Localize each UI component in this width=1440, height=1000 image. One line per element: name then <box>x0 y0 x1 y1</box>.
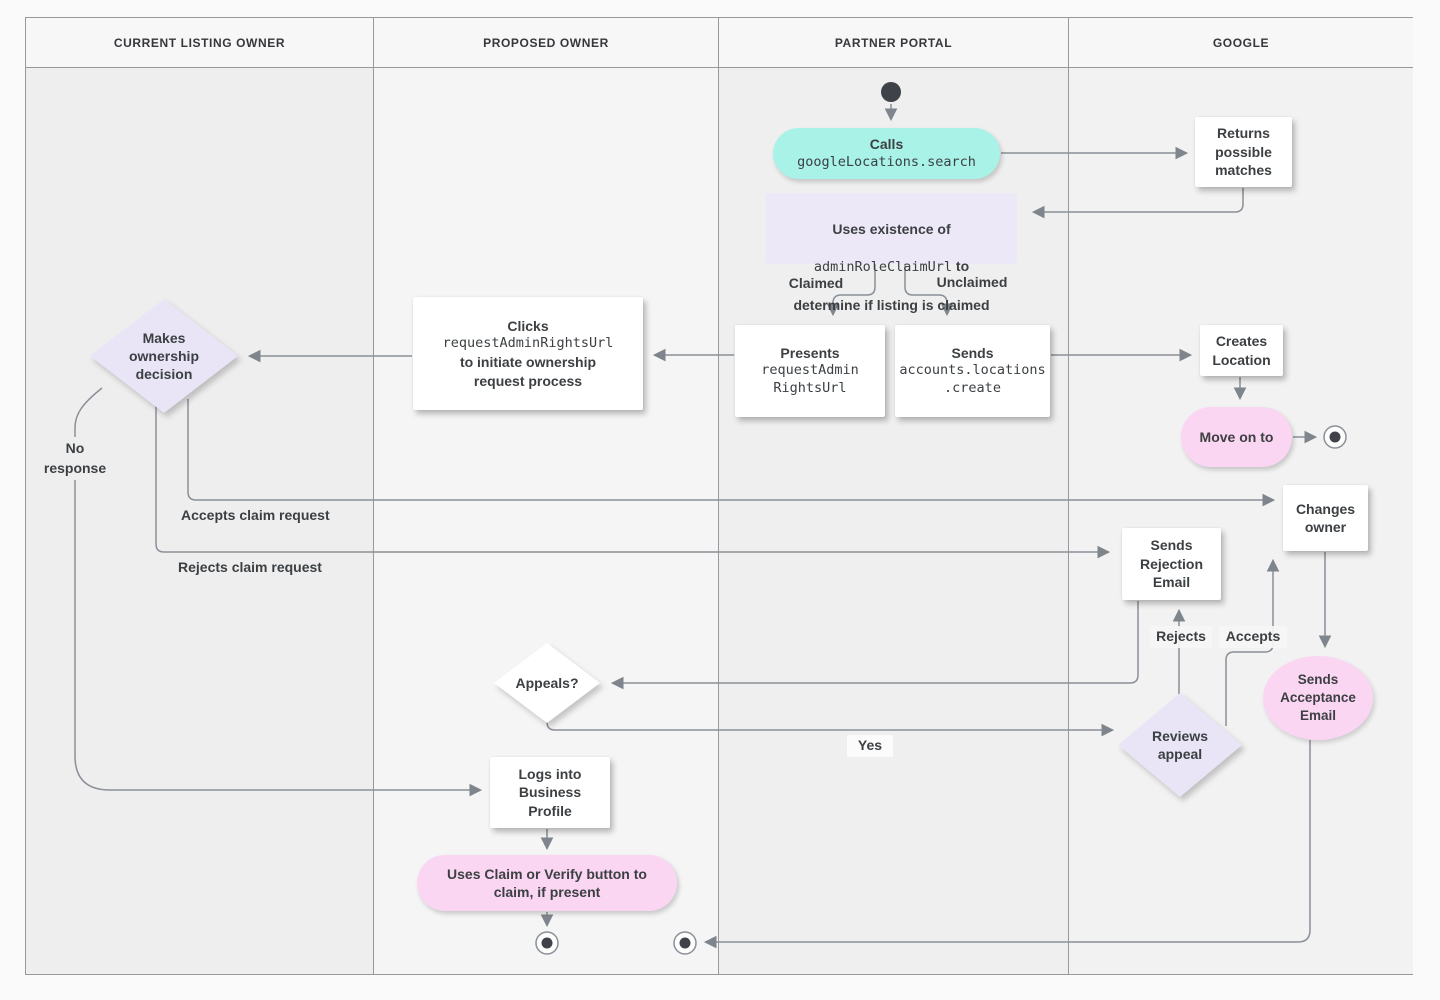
node-title: Sends <box>951 344 994 361</box>
uses-claim-or-verify-node: Uses Claim or Verify button to claim, if… <box>417 855 677 911</box>
node-label: Move on to <box>1199 428 1274 445</box>
sends-rejection-email-node: Sends Rejection Email <box>1122 528 1221 600</box>
node-title: Presents <box>780 344 840 361</box>
edge-label-accepts: Accepts <box>1219 626 1287 648</box>
sends-accounts-locations-create-node: Sends accounts.locations .create <box>895 325 1050 417</box>
node-label: Sends Acceptance Email <box>1280 672 1356 723</box>
node-line3: determine if listing is claimed <box>793 296 990 313</box>
node-title: Calls <box>869 136 904 153</box>
lane-proposed-owner: PROPOSED OWNER <box>373 17 718 975</box>
node-line1: Uses existence of <box>832 221 951 238</box>
lane-header: CURRENT LISTING OWNER <box>26 18 373 68</box>
lane-header: GOOGLE <box>1069 18 1413 68</box>
node-label: Sends Rejection Email <box>1139 537 1203 591</box>
node-label: Returns possible matches <box>1215 125 1272 179</box>
node-code: accounts.locations .create <box>899 362 1046 397</box>
creates-location-node: Creates Location <box>1200 325 1283 376</box>
node-code: adminRoleClaimUrl <box>813 259 953 276</box>
returns-possible-matches-node: Returns possible matches <box>1195 117 1292 187</box>
uses-existence-node: Uses existence of adminRoleClaimUrl to d… <box>766 193 1017 313</box>
node-code: requestAdmin RightsUrl <box>761 362 859 397</box>
node-code: googleLocations.search <box>797 153 976 170</box>
edge-label-yes: Yes <box>847 735 893 757</box>
reviews-appeal-diamond: Reviews appeal <box>1118 693 1242 797</box>
edge-label-rejects: Rejects <box>1150 626 1212 648</box>
changes-owner-node: Changes owner <box>1283 485 1368 551</box>
node-title: Clicks <box>507 317 549 334</box>
lane-header: PROPOSED OWNER <box>374 18 718 68</box>
edge-label-no-response: No response <box>33 437 117 481</box>
lane-current-listing-owner: CURRENT LISTING OWNER <box>25 17 373 975</box>
node-line2-suffix: to <box>952 258 970 275</box>
diamond-shape: Reviews appeal <box>1118 693 1242 797</box>
clicks-requestadminrightsurl-node: Clicks requestAdminRightsUrl to initiate… <box>413 297 643 410</box>
makes-ownership-decision-diamond: Makes ownership decision <box>90 299 238 413</box>
node-code: requestAdminRightsUrl <box>442 335 614 352</box>
presents-requestadminrightsurl-node: Presents requestAdmin RightsUrl <box>735 325 885 417</box>
move-on-to-node: Move on to <box>1181 407 1292 467</box>
calls-googlelocations-node: Calls googleLocations.search <box>773 128 1000 179</box>
sends-acceptance-email-node: Sends Acceptance Email <box>1263 656 1373 740</box>
node-label: Logs into Business Profile <box>518 765 582 819</box>
edge-label-claimed: Claimed <box>788 275 844 291</box>
appeals-diamond: Appeals? <box>494 643 600 723</box>
node-label: Changes owner <box>1295 500 1356 535</box>
edge-label-unclaimed: Unclaimed <box>936 274 1008 290</box>
lane-body <box>374 68 718 974</box>
edge-label-rejects-claim-request: Rejects claim request <box>178 559 322 575</box>
node-label: Creates Location <box>1212 333 1271 368</box>
logs-into-business-profile-node: Logs into Business Profile <box>490 757 610 828</box>
edge-label-accepts-claim-request: Accepts claim request <box>181 507 330 523</box>
node-label: Uses Claim or Verify button to claim, if… <box>447 865 647 900</box>
node-rest: to initiate ownership request process <box>459 354 597 389</box>
diamond-shape: Appeals? <box>494 643 600 723</box>
lane-header: PARTNER PORTAL <box>719 18 1068 68</box>
diamond-shape: Makes ownership decision <box>90 299 238 413</box>
